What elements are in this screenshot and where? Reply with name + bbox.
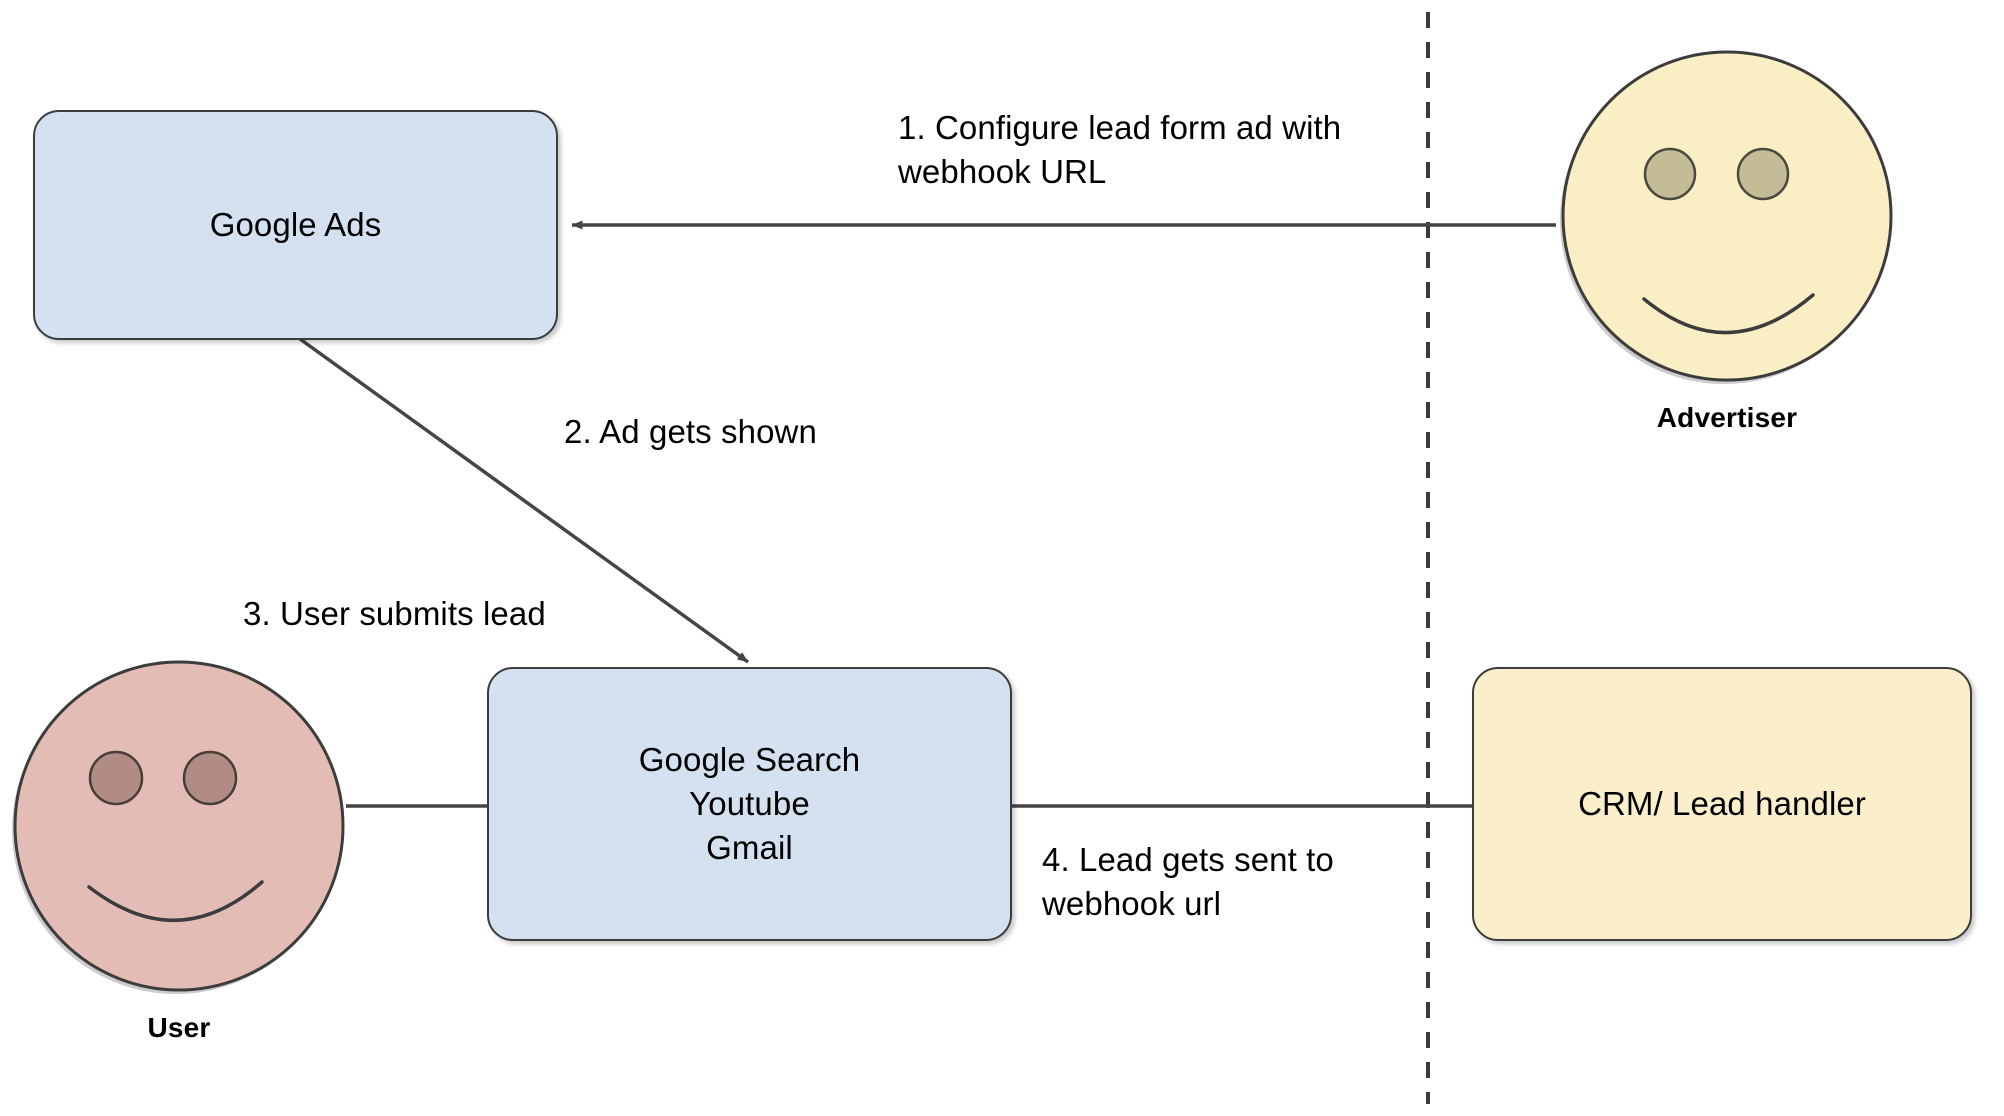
advertiser-smiley-face-icon	[1560, 50, 1893, 384]
actor-advertiser-caption: Advertiser	[1656, 402, 1798, 433]
edge-label-step-3: 3. User submits lead	[243, 595, 546, 632]
node-crm-lead-handler-label: CRM/ Lead handler	[1578, 784, 1866, 822]
node-google-surfaces-label: Google Search Youtube Gmail	[638, 740, 861, 867]
actor-advertiser[interactable]: Advertiser	[1558, 50, 1896, 433]
node-crm-lead-handler[interactable]: CRM/ Lead handler	[1472, 667, 1972, 941]
actor-user[interactable]: User	[10, 660, 348, 1043]
node-google-ads[interactable]: Google Ads	[33, 110, 558, 340]
user-smiley-face-icon	[12, 660, 345, 994]
edge-label-step-1: 1. Configure lead form ad with webhook U…	[898, 109, 1342, 190]
edge-label-step-2: 2. Ad gets shown	[564, 413, 817, 450]
node-google-surfaces[interactable]: Google Search Youtube Gmail	[487, 667, 1012, 941]
actor-user-caption: User	[147, 1012, 211, 1043]
node-google-ads-label: Google Ads	[209, 205, 382, 243]
edge-label-step-4: 4. Lead gets sent to webhook url	[1042, 841, 1334, 922]
